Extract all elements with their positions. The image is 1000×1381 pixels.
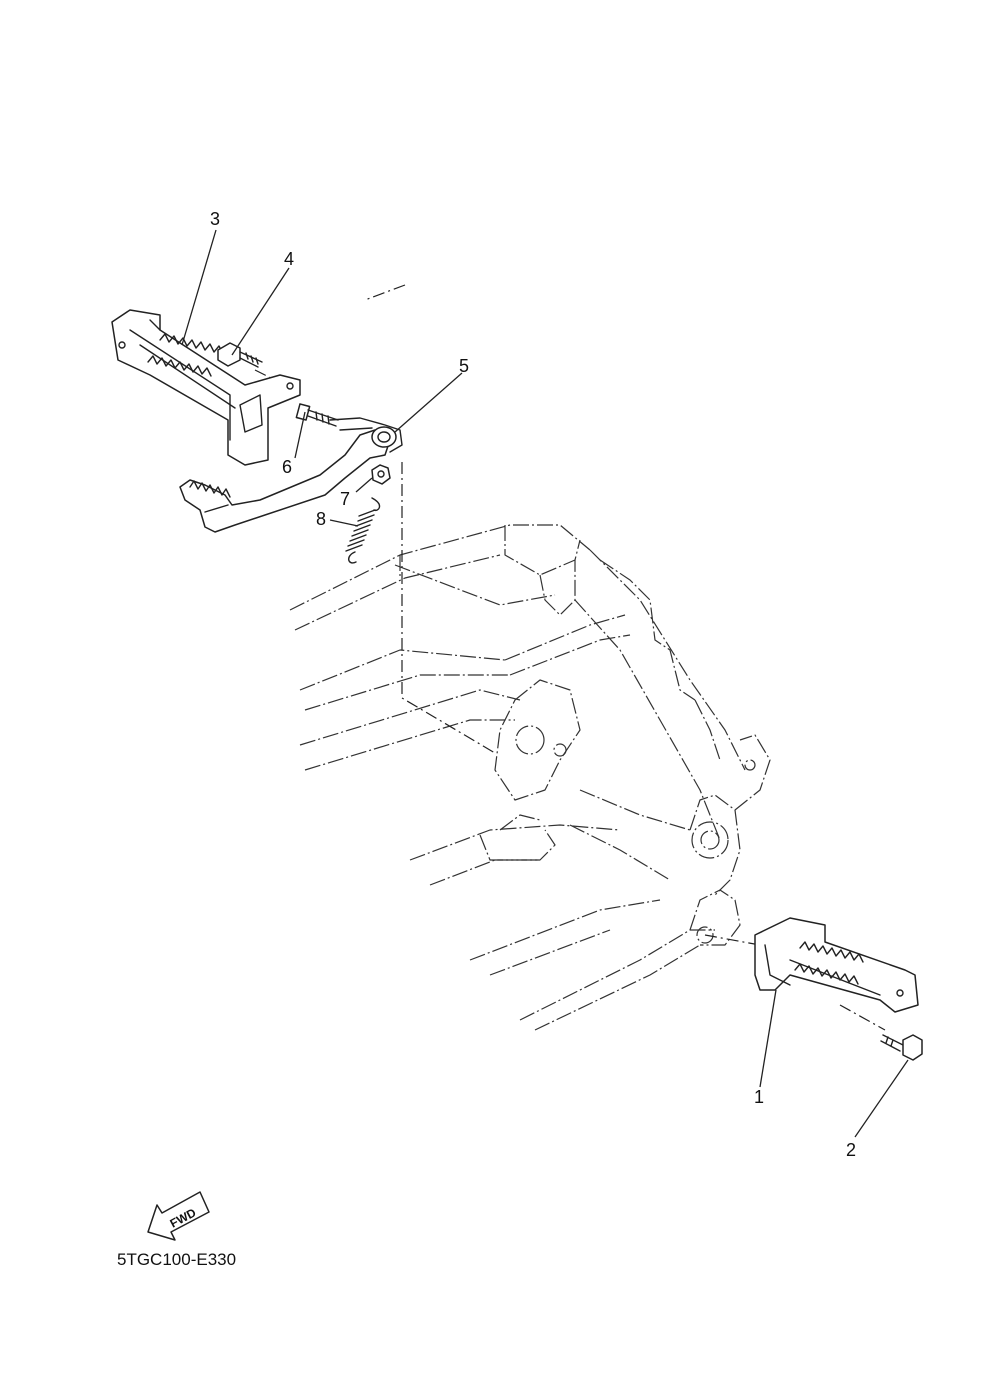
- leader-lines: [181, 229, 909, 1138]
- alignment-line: [364, 284, 406, 301]
- bolt-part-6: [295, 403, 339, 427]
- left-footrest: [111, 309, 301, 466]
- callout-6: 6: [282, 457, 293, 477]
- diagram-code: 5TGC100-E330: [117, 1250, 237, 1269]
- motorcycle-frame: [289, 524, 771, 1031]
- callout-8: 8: [316, 509, 327, 529]
- alignment-line: [401, 462, 496, 754]
- spring-part-8: [345, 497, 381, 564]
- callout-4: 4: [284, 249, 295, 269]
- callout-2: 2: [846, 1140, 857, 1160]
- forward-direction-arrow: FWD: [147, 1191, 210, 1241]
- callout-7: 7: [340, 489, 351, 509]
- right-footrest: [754, 917, 919, 1013]
- callout-1: 1: [754, 1087, 765, 1107]
- callout-3: 3: [210, 209, 221, 229]
- bolt-part-2: [880, 1034, 923, 1061]
- alignment-line: [839, 1004, 886, 1031]
- callout-5: 5: [459, 356, 470, 376]
- bolt-part-4: [217, 342, 263, 368]
- nut-part-7: [371, 464, 391, 485]
- brake-pedal: [179, 417, 403, 533]
- alignment-line: [704, 934, 761, 946]
